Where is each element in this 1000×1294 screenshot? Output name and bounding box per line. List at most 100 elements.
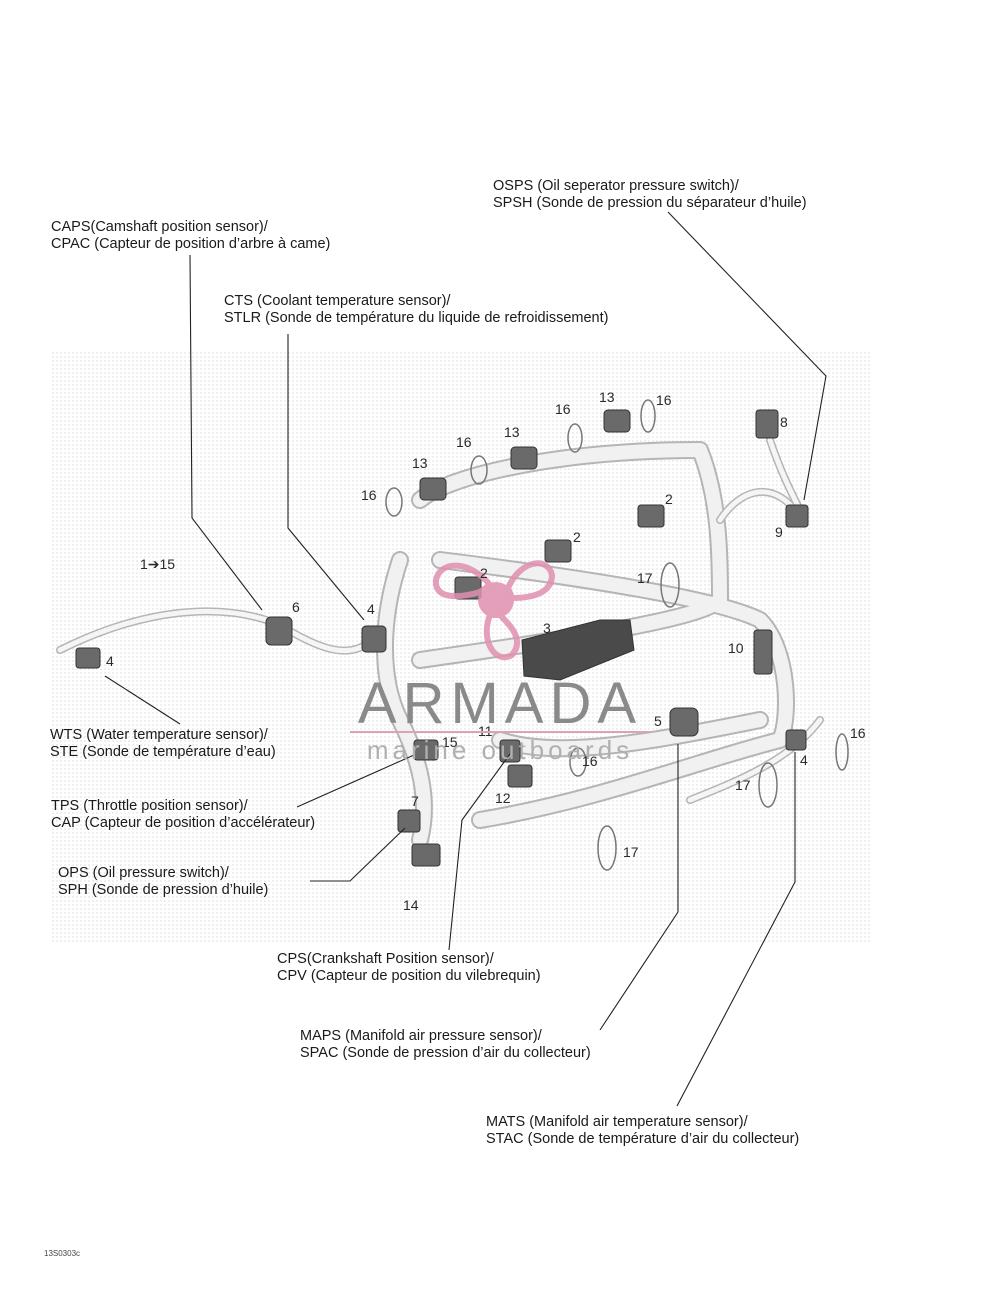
leader-maps	[599, 744, 679, 1031]
callout-16b: 16	[456, 434, 472, 450]
connector-2a	[637, 504, 665, 528]
callout-17b: 17	[735, 777, 751, 793]
callout-2a: 2	[665, 491, 673, 507]
connector-12	[507, 764, 533, 788]
label-mats-fr: STAC (Sonde de température d’air du coll…	[486, 1131, 800, 1147]
clamps	[385, 399, 849, 871]
label-cts: CTS (Coolant temperature sensor)/ STLR (…	[224, 293, 608, 327]
label-tps-en: TPS (Throttle position sensor)/	[51, 798, 248, 814]
callout-16f: 16	[850, 725, 866, 741]
connector-6	[265, 616, 293, 646]
connector-2b	[544, 539, 572, 563]
callout-16e: 16	[582, 753, 598, 769]
callout-3: 3	[543, 620, 551, 636]
watermark-title: ARMADA	[357, 671, 643, 736]
clamp-17b	[758, 762, 778, 808]
callout-17a: 17	[637, 570, 653, 586]
callout-5: 5	[654, 713, 662, 729]
connector-7	[397, 809, 421, 833]
clamp-16d	[640, 399, 656, 433]
logo-blade-2	[504, 560, 556, 602]
connector-14	[411, 843, 441, 867]
label-cts-fr: STLR (Sonde de température du liquide de…	[224, 310, 609, 326]
label-cps: CPS(Crankshaft Position sensor)/ CPV (Ca…	[277, 951, 541, 985]
harness-cables	[56, 436, 824, 849]
figure-code: 13S0303c	[44, 1249, 81, 1258]
label-osps: OSPS (Oil seperator pressure switch)/ SP…	[493, 178, 807, 212]
leader-mats	[676, 752, 796, 1107]
connector-5	[669, 707, 699, 737]
connector-11	[499, 739, 521, 763]
callout-7: 7	[411, 793, 419, 809]
callout-1to15: 1➔15	[140, 556, 175, 572]
connector-8	[755, 409, 779, 439]
connector-4b	[75, 647, 101, 669]
label-cts-en: CTS (Coolant temperature sensor)/	[224, 293, 451, 309]
callout-14: 14	[403, 897, 419, 913]
label-wts: WTS (Water temperature sensor)/ STE (Son…	[50, 727, 276, 761]
callout-4c: 4	[800, 752, 808, 768]
label-cps-en: CPS(Crankshaft Position sensor)/	[277, 951, 494, 967]
label-osps-fr: SPSH (Sonde de pression du séparateur d’…	[493, 195, 807, 211]
callout-2c: 2	[480, 565, 488, 581]
watermark-divider	[350, 731, 650, 733]
leader-ops	[310, 827, 406, 882]
clamp-17a	[660, 562, 680, 608]
callout-13c: 13	[599, 389, 615, 405]
clamp-16e	[569, 747, 587, 777]
connector-10	[753, 629, 773, 675]
callout-12: 12	[495, 790, 511, 806]
clamp-17c	[597, 825, 617, 871]
label-mats-en: MATS (Manifold air temperature sensor)/	[486, 1114, 748, 1130]
watermark-subtitle: marine outboards	[366, 735, 634, 765]
label-maps-fr: SPAC (Sonde de pression d’air du collect…	[300, 1045, 591, 1061]
callout-8: 8	[780, 414, 788, 430]
label-ops: OPS (Oil pressure switch)/ SPH (Sonde de…	[58, 865, 268, 899]
leader-osps	[667, 211, 827, 501]
label-maps: MAPS (Manifold air pressure sensor)/ SPA…	[300, 1028, 591, 1062]
label-mats: MATS (Manifold air temperature sensor)/ …	[486, 1114, 799, 1148]
label-ops-fr: SPH (Sonde de pression d’huile)	[58, 882, 269, 898]
logo-blade-1	[432, 562, 495, 600]
label-caps-en: CAPS(Camshaft position sensor)/	[51, 219, 268, 235]
callout-numbers: 1➔15 16 16 16 16 16 16 13 13 13 8 9 2 2 …	[106, 389, 866, 913]
label-maps-en: MAPS (Manifold air pressure sensor)/	[300, 1028, 542, 1044]
callout-2b: 2	[573, 529, 581, 545]
connector-13a	[419, 477, 447, 501]
connector-9	[785, 504, 809, 528]
callout-15: 15	[442, 734, 458, 750]
label-ops-en: OPS (Oil pressure switch)/	[58, 865, 229, 881]
label-tps-fr: CAP (Capteur de position d’accélérateur)	[51, 815, 316, 831]
callout-16d: 16	[656, 392, 672, 408]
leader-wts	[104, 675, 181, 725]
armada-logo	[432, 560, 556, 661]
callout-13b: 13	[504, 424, 520, 440]
label-caps: CAPS(Camshaft position sensor)/ CPAC (Ca…	[51, 219, 330, 253]
callout-4b: 4	[106, 653, 114, 669]
callout-4a: 4	[367, 601, 375, 617]
connector-4a	[361, 625, 387, 653]
connector-13b	[510, 446, 538, 470]
label-caps-fr: CPAC (Capteur de position d’arbre à came…	[51, 236, 331, 252]
leader-caps	[189, 254, 263, 611]
label-tps: TPS (Throttle position sensor)/ CAP (Cap…	[51, 798, 315, 832]
callout-6: 6	[292, 599, 300, 615]
callout-17c: 17	[623, 844, 639, 860]
label-osps-en: OSPS (Oil seperator pressure switch)/	[493, 178, 739, 194]
clamp-16f	[835, 733, 849, 771]
label-cps-fr: CPV (Capteur de position du vilebrequin)	[277, 968, 541, 984]
label-wts-en: WTS (Water temperature sensor)/	[50, 727, 268, 743]
callout-16c: 16	[555, 401, 571, 417]
main-connector-3	[521, 619, 635, 681]
callout-9: 9	[775, 524, 783, 540]
logo-hub	[478, 582, 514, 618]
callout-16a: 16	[361, 487, 377, 503]
logo-blade-3	[483, 612, 521, 661]
clamp-16c	[567, 423, 583, 453]
connector-4c	[785, 729, 807, 751]
leader-lines	[104, 211, 827, 1107]
connector-15	[413, 739, 439, 761]
leader-cps	[448, 753, 511, 951]
callout-13a: 13	[412, 455, 428, 471]
